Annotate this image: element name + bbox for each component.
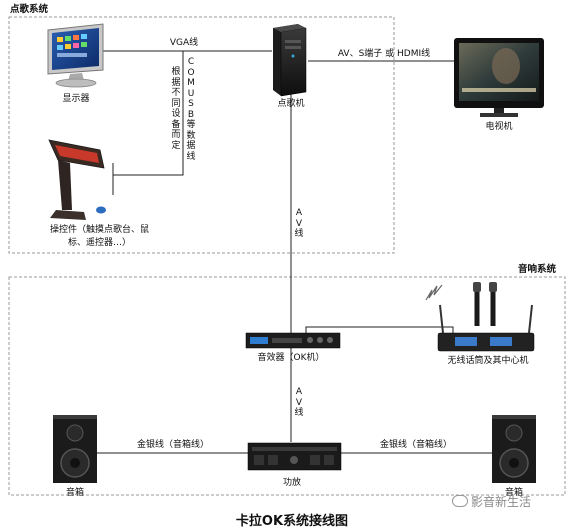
speaker-left-label: 音箱 bbox=[65, 488, 85, 498]
amplifier-device bbox=[247, 442, 342, 471]
speaker-left-device bbox=[53, 415, 97, 483]
com-usb-cable-label: COM USB等数据线 bbox=[186, 57, 196, 162]
speaker-right-label: 音箱 bbox=[504, 488, 524, 498]
audio-section-label: 音响系统 bbox=[518, 264, 557, 275]
tv-device bbox=[454, 38, 544, 117]
diagram-title: 卡拉OK系统接线图 bbox=[235, 514, 349, 529]
av-cable-upper-label: AV线 bbox=[294, 208, 304, 239]
processor-device bbox=[245, 332, 341, 349]
watermark-text: 影音新生活 bbox=[471, 495, 532, 509]
vod-section-label: 点歌系统 bbox=[10, 4, 49, 15]
audio-system-frame bbox=[8, 276, 566, 496]
tv-label: 电视机 bbox=[485, 122, 513, 132]
av-tv-cable-label: AV、S端子 或 HDMI线 bbox=[337, 49, 431, 59]
processor-label: 音效器（OK机） bbox=[257, 353, 325, 363]
speaker-right-device bbox=[492, 415, 536, 483]
speaker-wire-left-label: 金银线（音箱线） bbox=[136, 440, 210, 450]
vod-system-frame bbox=[8, 16, 395, 254]
wireless-mic-device bbox=[425, 282, 535, 352]
amplifier-label: 功放 bbox=[282, 478, 302, 488]
wireless-mic-label: 无线话筒及其中心机 bbox=[447, 356, 529, 366]
com-usb-note-label: 根据不同设备而定 bbox=[171, 67, 181, 151]
speaker-wire-right-label: 金银线（音箱线） bbox=[379, 440, 453, 450]
monitor-label: 显示器 bbox=[62, 94, 90, 104]
watermark: 影音新生活 bbox=[452, 493, 531, 510]
vga-cable-label: VGA线 bbox=[169, 38, 199, 48]
monitor-device bbox=[47, 23, 104, 88]
controller-label: 操控件（触摸点歌台、鼠标、遥控器…） bbox=[49, 225, 149, 248]
connection-lines bbox=[97, 50, 492, 454]
wechat-bubble-icon bbox=[452, 495, 468, 507]
av-cable-lower-label: AV线 bbox=[294, 387, 304, 418]
vod-host-label: 点歌机 bbox=[277, 99, 305, 109]
vod-host-device bbox=[273, 24, 307, 97]
controller-device bbox=[48, 139, 106, 220]
